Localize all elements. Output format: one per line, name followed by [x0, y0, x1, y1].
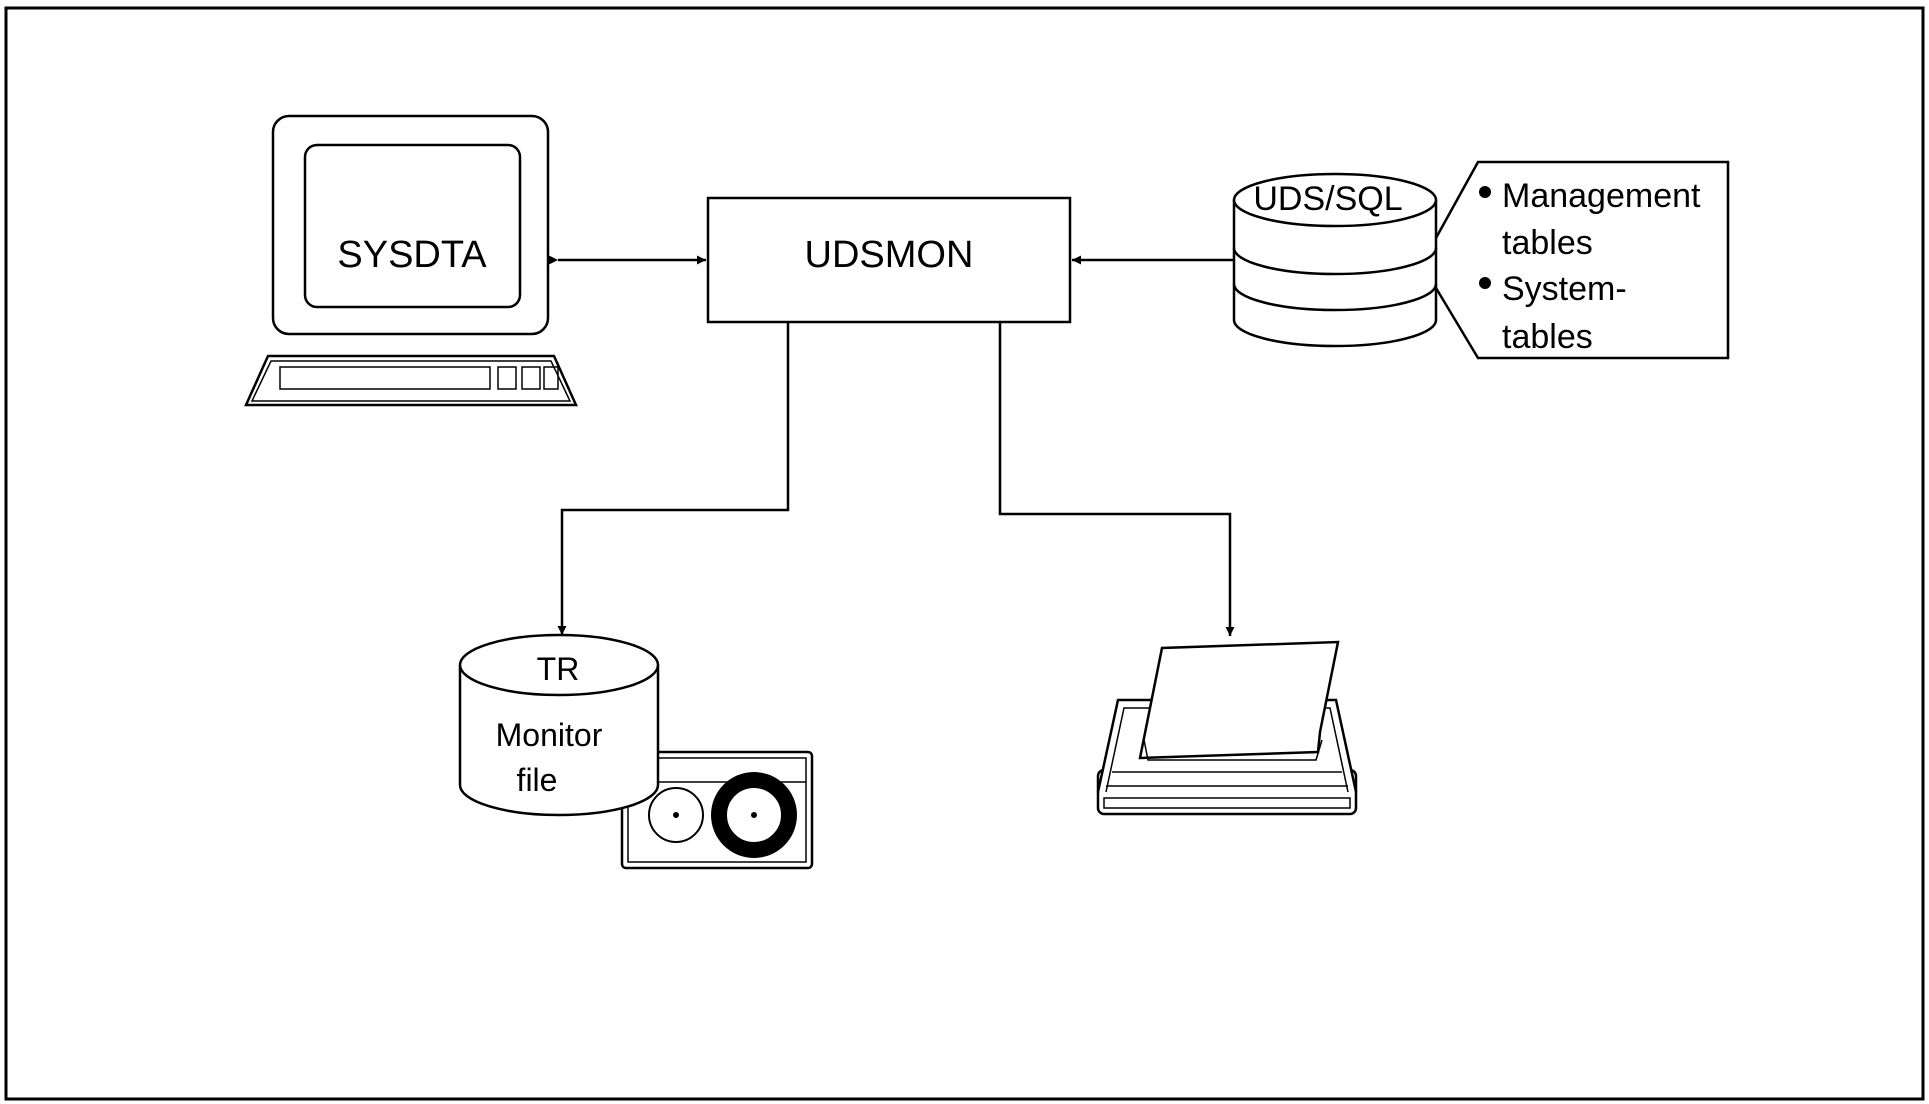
uds-sql-label: UDS/SQL — [1253, 180, 1402, 218]
bullet-icon — [1479, 186, 1491, 198]
table-line-1: Management — [1502, 177, 1701, 215]
arrow-udsmon-printer — [998, 322, 1235, 636]
printer-icon — [1096, 640, 1358, 816]
figure-frame — [4, 6, 1925, 1101]
table-line-4: tables — [1502, 318, 1593, 356]
database-icon — [1232, 172, 1438, 348]
tables-callout — [1434, 160, 1730, 360]
arrow-udsmon-monitor-file — [557, 322, 790, 635]
tr-label: TR — [537, 651, 580, 687]
monitor-file-label-line-1: Monitor — [496, 717, 603, 753]
bullet-icon — [1479, 277, 1491, 289]
sysdta-label: SYSDTA — [337, 234, 487, 276]
monitor-file-label-line-2: file — [517, 762, 558, 798]
file-cylinder-icon — [458, 633, 660, 817]
udsmon-label: UDSMON — [805, 234, 974, 276]
tape-cassette-icon — [620, 750, 814, 870]
table-line-3: System- — [1502, 270, 1627, 308]
udsmon-box — [706, 196, 1072, 324]
terminal-icon — [244, 114, 578, 407]
table-line-2: tables — [1502, 224, 1593, 262]
